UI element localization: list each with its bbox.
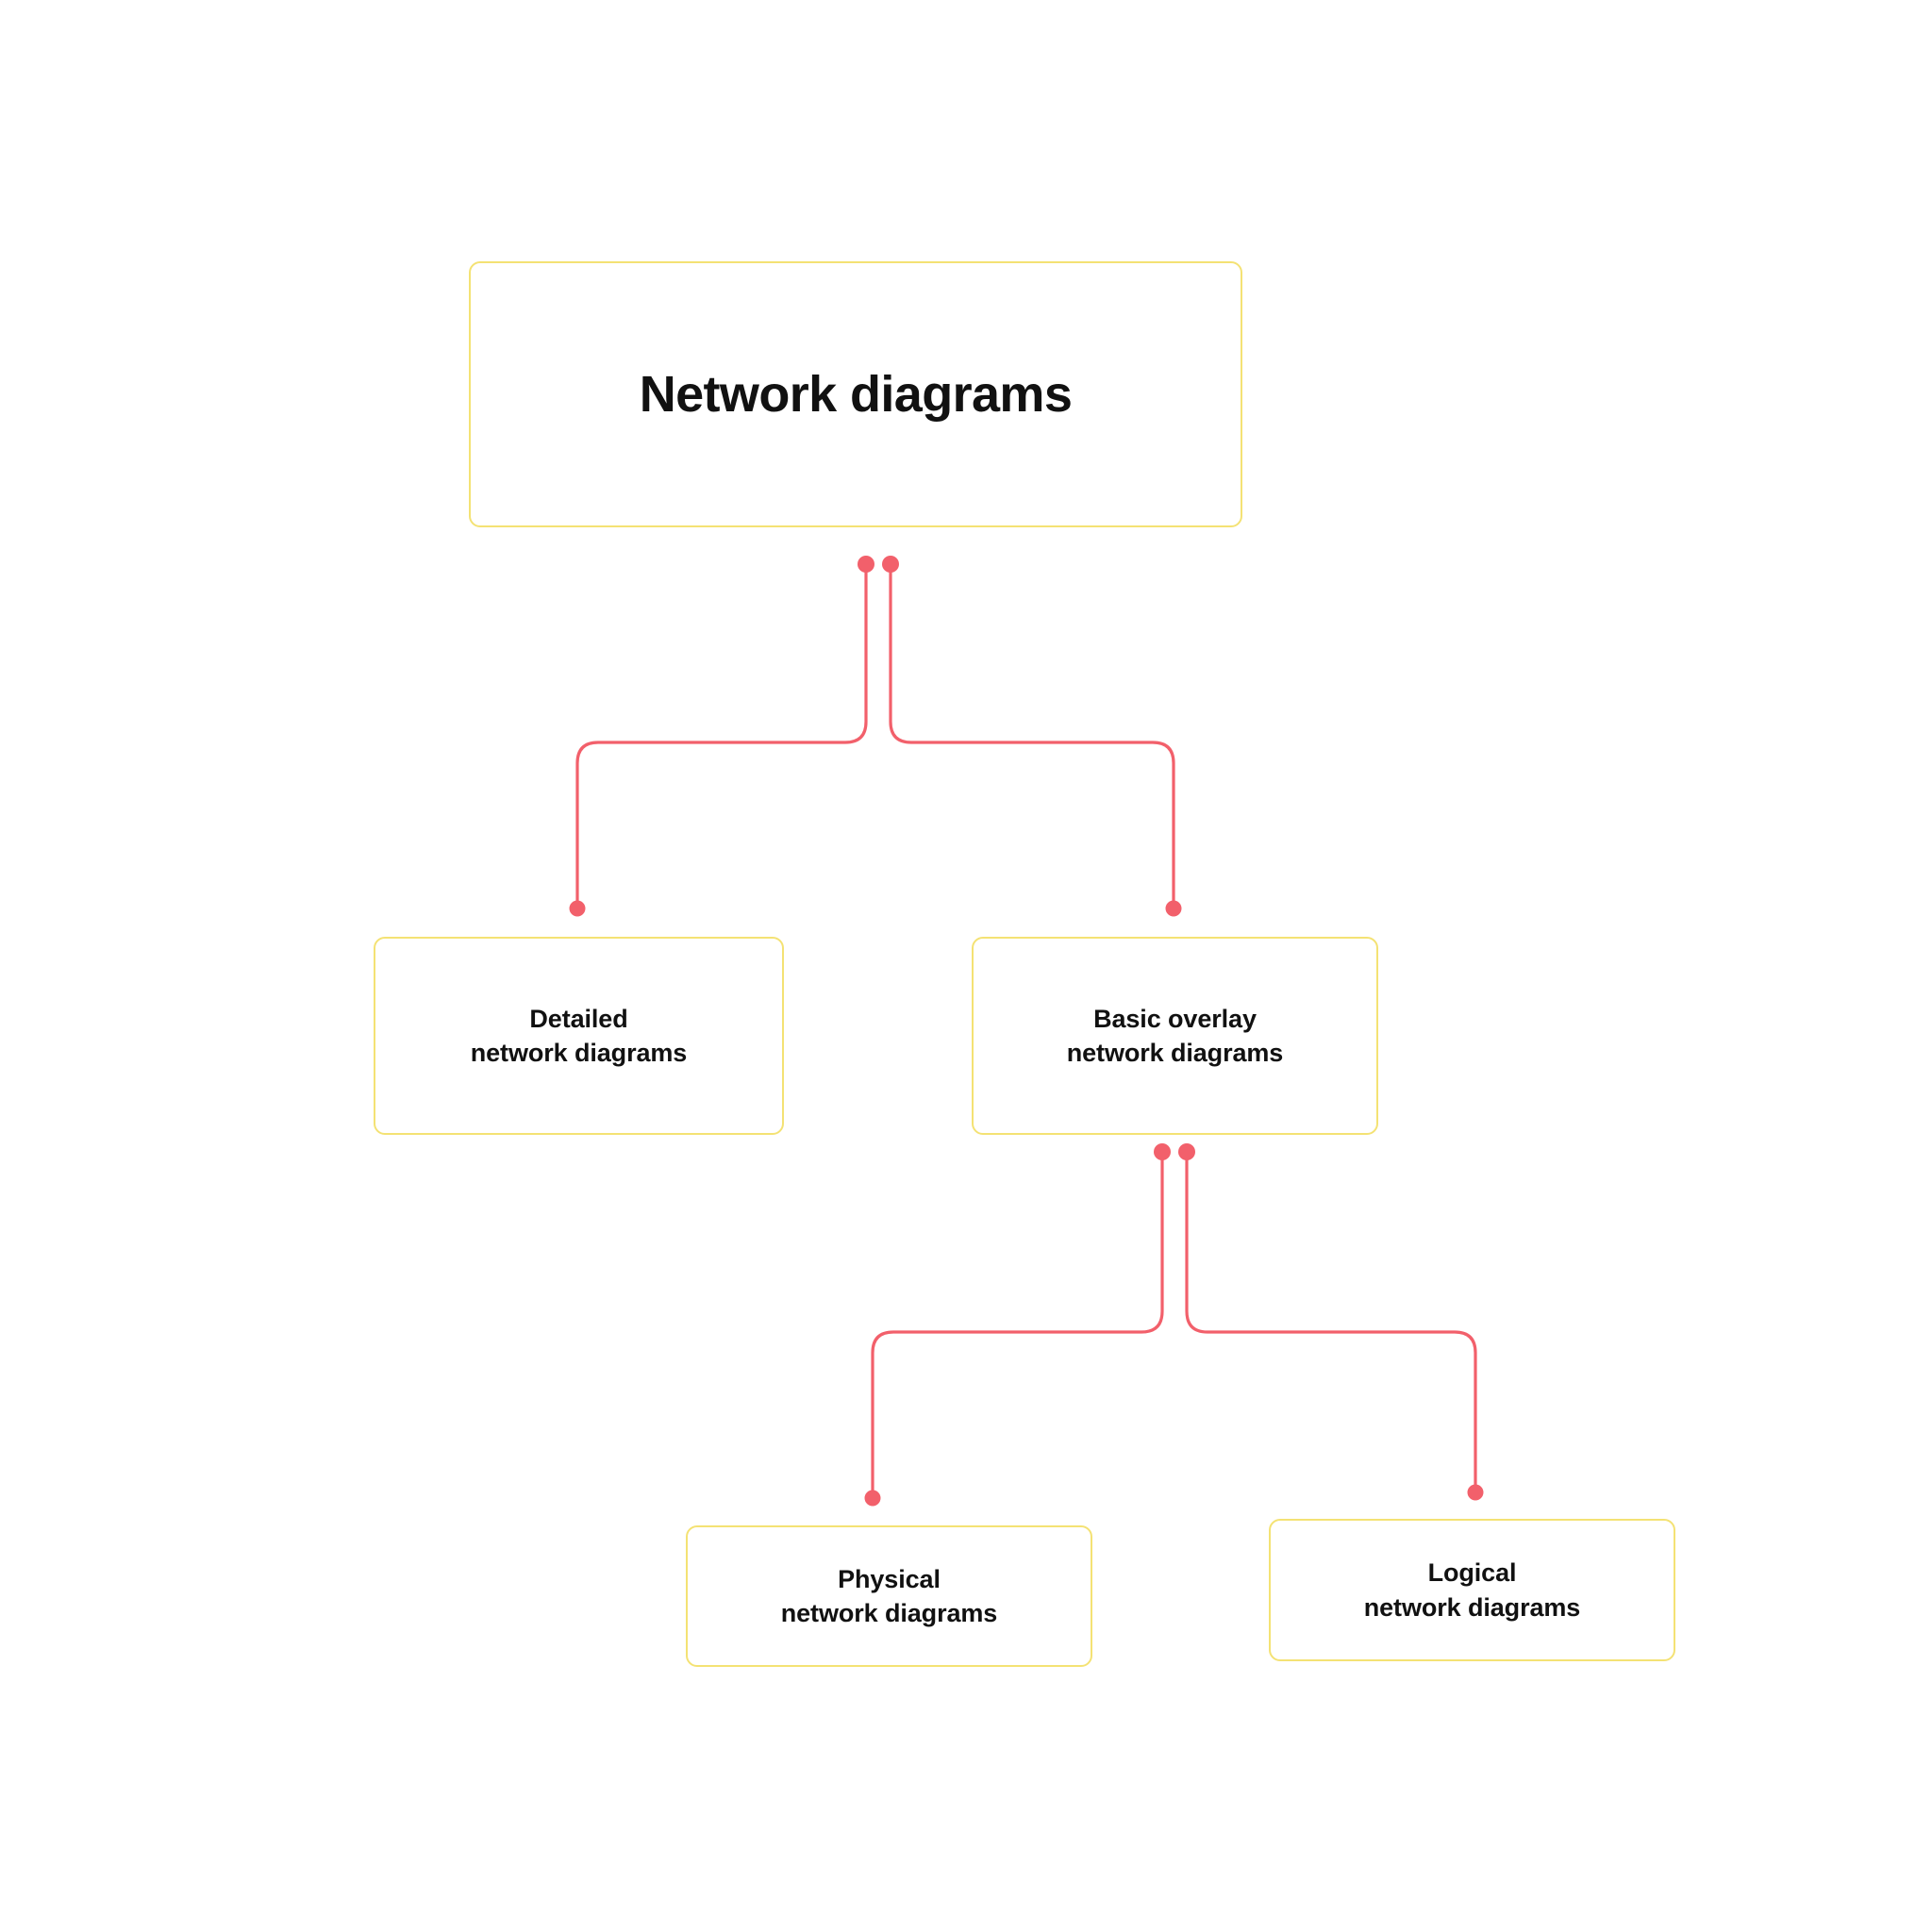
node-logical-network-diagrams[interactable]: Logical network diagrams (1269, 1519, 1675, 1661)
connector-dot-overlay-right (1178, 1143, 1195, 1160)
connector-dot-basic-overlay (1165, 900, 1182, 917)
edge-root-to-basic-overlay (889, 564, 1175, 909)
node-basic-overlay-network-diagrams[interactable]: Basic overlay network diagrams (972, 937, 1378, 1135)
connector-dot-physical (864, 1490, 881, 1507)
node-physical-network-diagrams[interactable]: Physical network diagrams (686, 1525, 1092, 1667)
node-label-logical-network-diagrams: Logical network diagrams (1363, 1558, 1581, 1622)
node-network-diagrams[interactable]: Network diagrams (469, 261, 1242, 527)
connector-dot-root-left (858, 556, 874, 573)
node-label-physical-network-diagrams: Physical network diagrams (780, 1564, 998, 1627)
connector-dot-detailed (569, 900, 586, 917)
node-label-detailed-network-diagrams: Detailed network diagrams (470, 1004, 688, 1067)
node-label-network-diagrams: Network diagrams (639, 365, 1073, 423)
connector-dot-logical (1467, 1484, 1484, 1501)
connector-dot-overlay-left (1154, 1143, 1171, 1160)
edge-root-to-detailed (575, 564, 868, 909)
edge-basic-overlay-to-logical (1185, 1152, 1477, 1493)
node-detailed-network-diagrams[interactable]: Detailed network diagrams (374, 937, 784, 1135)
edge-basic-overlay-to-physical (871, 1152, 1164, 1499)
node-label-basic-overlay-network-diagrams: Basic overlay network diagrams (1066, 1004, 1284, 1067)
connector-dot-root-right (882, 556, 899, 573)
